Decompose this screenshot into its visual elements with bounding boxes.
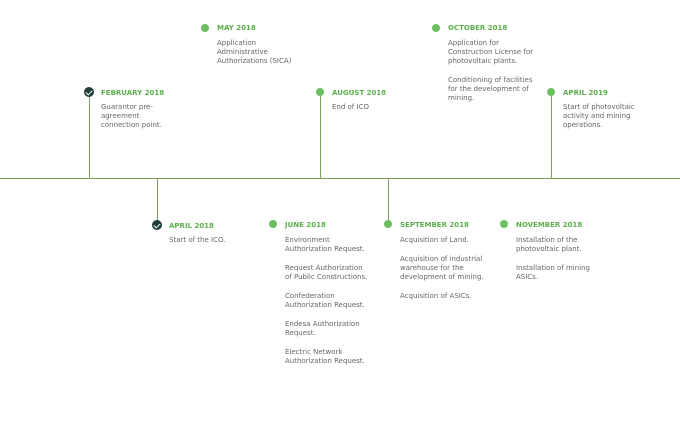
apr-2019-dot-icon — [547, 88, 555, 96]
apr-2018-item: Start of the ICO. — [169, 236, 226, 244]
jun-2018-dot-icon — [269, 220, 277, 228]
apr-2018-description: Start of the ICO. — [169, 236, 249, 255]
oct-2018-description: Application for Construction License for… — [448, 39, 534, 113]
aug-2018-description: End of ICO — [332, 103, 412, 122]
apr-2019-item: Start of photovoltaic activity and minin… — [563, 103, 635, 129]
nov-2018-description: Installation of the photovoltaic plant. … — [516, 236, 604, 292]
sep-2018-connector — [388, 178, 389, 224]
sep-2018-item: Acquisition of industrial warehouse for … — [400, 255, 484, 281]
sep-2018-item: Acquisition of Land. — [400, 236, 469, 244]
sep-2018-dot-icon — [384, 220, 392, 228]
jun-2018-item: Environment Authorization Request. — [285, 236, 365, 253]
apr-2019-title: APRIL 2019 — [563, 89, 608, 97]
apr-2018-check-icon — [152, 220, 162, 230]
may-2018-description: Application Administrative Authorization… — [217, 39, 307, 76]
apr-2018-title: APRIL 2018 — [169, 222, 214, 230]
feb-2018-item: Guarantor pre-agreement connection point… — [101, 103, 162, 129]
may-2018-dot-icon — [201, 24, 209, 32]
may-2018-title: MAY 2018 — [217, 24, 256, 32]
feb-2018-description: Guarantor pre-agreement connection point… — [101, 103, 179, 140]
aug-2018-item: End of ICO — [332, 103, 369, 111]
sep-2018-title: SEPTEMBER 2018 — [400, 221, 469, 229]
jun-2018-item: Request Authorization of Public Construc… — [285, 264, 368, 281]
nov-2018-dot-icon — [500, 220, 508, 228]
nov-2018-item: Installation of mining ASICs. — [516, 264, 590, 281]
jun-2018-description: Environment Authorization Request. Reque… — [285, 236, 370, 376]
jun-2018-item: Endesa Authorization Request. — [285, 320, 360, 337]
sep-2018-description: Acquisition of Land. Acquisition of indu… — [400, 236, 485, 311]
apr-2018-connector — [157, 178, 158, 224]
apr-2019-description: Start of photovoltaic activity and minin… — [563, 103, 653, 140]
oct-2018-dot-icon — [432, 24, 440, 32]
nov-2018-item: Installation of the photovoltaic plant. — [516, 236, 582, 253]
aug-2018-title: AUGUST 2018 — [332, 89, 387, 97]
jun-2018-title: JUNE 2018 — [285, 221, 326, 229]
feb-2018-title: FEBRUARY 2018 — [101, 89, 165, 97]
timeline-axis — [0, 178, 680, 179]
oct-2018-item: Conditioning of facilities for the devel… — [448, 76, 533, 102]
oct-2018-title: OCTOBER 2018 — [448, 24, 508, 32]
feb-2018-check-icon — [84, 87, 94, 97]
oct-2018-item: Application for Construction License for… — [448, 39, 534, 65]
feb-2018-connector — [89, 94, 90, 178]
aug-2018-dot-icon — [316, 88, 324, 96]
nov-2018-title: NOVEMBER 2018 — [516, 221, 583, 229]
apr-2019-connector — [551, 92, 552, 178]
sep-2018-item: Acquisition of ASICs. — [400, 292, 472, 300]
jun-2018-item: Electric Network Authorization Request. — [285, 348, 365, 365]
jun-2018-item: Confederation Authorization Request. — [285, 292, 365, 309]
aug-2018-connector — [320, 92, 321, 178]
may-2018-item: Application Administrative Authorization… — [217, 39, 292, 65]
